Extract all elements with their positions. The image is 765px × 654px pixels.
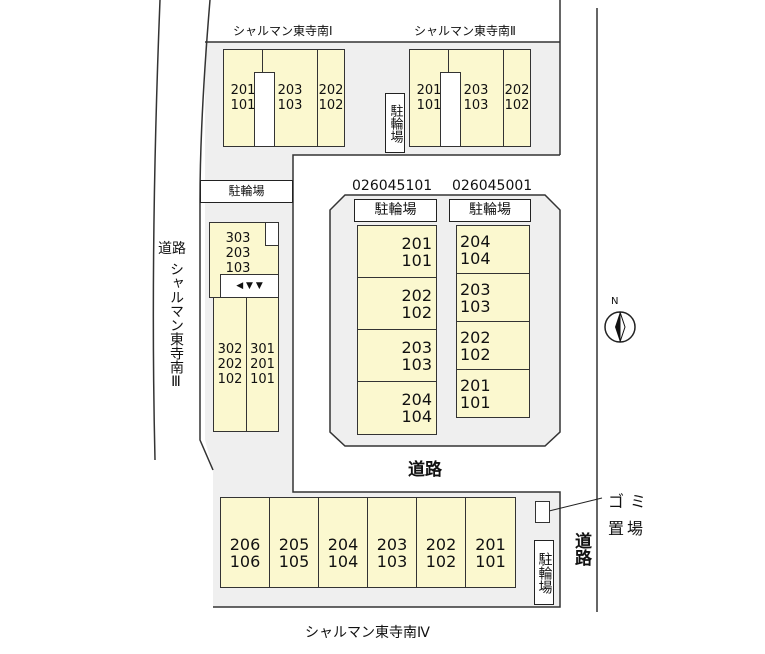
unit-b-202-102: 202 102 [456,321,530,370]
entrance-arrows: ◀ ▼ ▼ [220,274,279,298]
unit-iii-301-201-101: 301 201 101 [246,297,279,432]
unit-iv-205-105: 205 105 [269,497,319,588]
unit-b-203-103: 203 103 [456,273,530,322]
garbage-label-2: 置場 [608,519,647,538]
building-i-title: シャルマン東寺南Ⅰ [233,24,333,38]
building-b-code: 026045001 [452,178,533,194]
unit-ii-202-102: 202 102 [503,49,531,147]
unit-iv-202-102: 202 102 [416,497,466,588]
garbage-area [535,501,550,523]
building-iii-title: シャルマン東寺南Ⅲ [168,262,184,390]
unit-iv-206-106: 206 106 [220,497,270,588]
building-a-code: 026045101 [352,178,433,194]
unit-iv-203-103: 203 103 [367,497,417,588]
unit-b-201-101: 201 101 [456,369,530,418]
building-iv-title: シャルマン東寺南Ⅳ [305,625,430,641]
bike-parking-top: 駐輪場 [385,93,405,153]
unit-a-201-101: 201 101 [357,225,437,278]
unit-iv-204-104: 204 104 [318,497,368,588]
garbage-label: ゴミ [608,492,653,511]
unit-iv-201-101: 201 101 [465,497,516,588]
road-label-left: 道路 [158,241,186,257]
road-label-right: 道路 [571,532,591,566]
corridor [440,72,461,147]
bike-parking-a: 駐輪場 [354,199,437,222]
corridor [254,72,275,147]
unit-a-202-102: 202 102 [357,277,437,330]
unit-i-202-102: 202 102 [317,49,345,147]
bike-parking-bottom: 駐輪場 [534,540,554,605]
bike-parking-left: 駐輪場 [200,180,293,203]
building-ii-title: シャルマン東寺南Ⅱ [414,24,516,38]
unit-a-203-103: 203 103 [357,329,437,382]
unit-b-204-104: 204 104 [456,225,530,274]
unit-a-204-104: 204 104 [357,381,437,435]
bike-parking-b: 駐輪場 [449,199,531,222]
unit-iii-302-202-102: 302 202 102 [213,297,247,432]
road-label-center: 道路 [408,460,442,480]
north-label: N [611,296,619,307]
notch [265,222,279,246]
